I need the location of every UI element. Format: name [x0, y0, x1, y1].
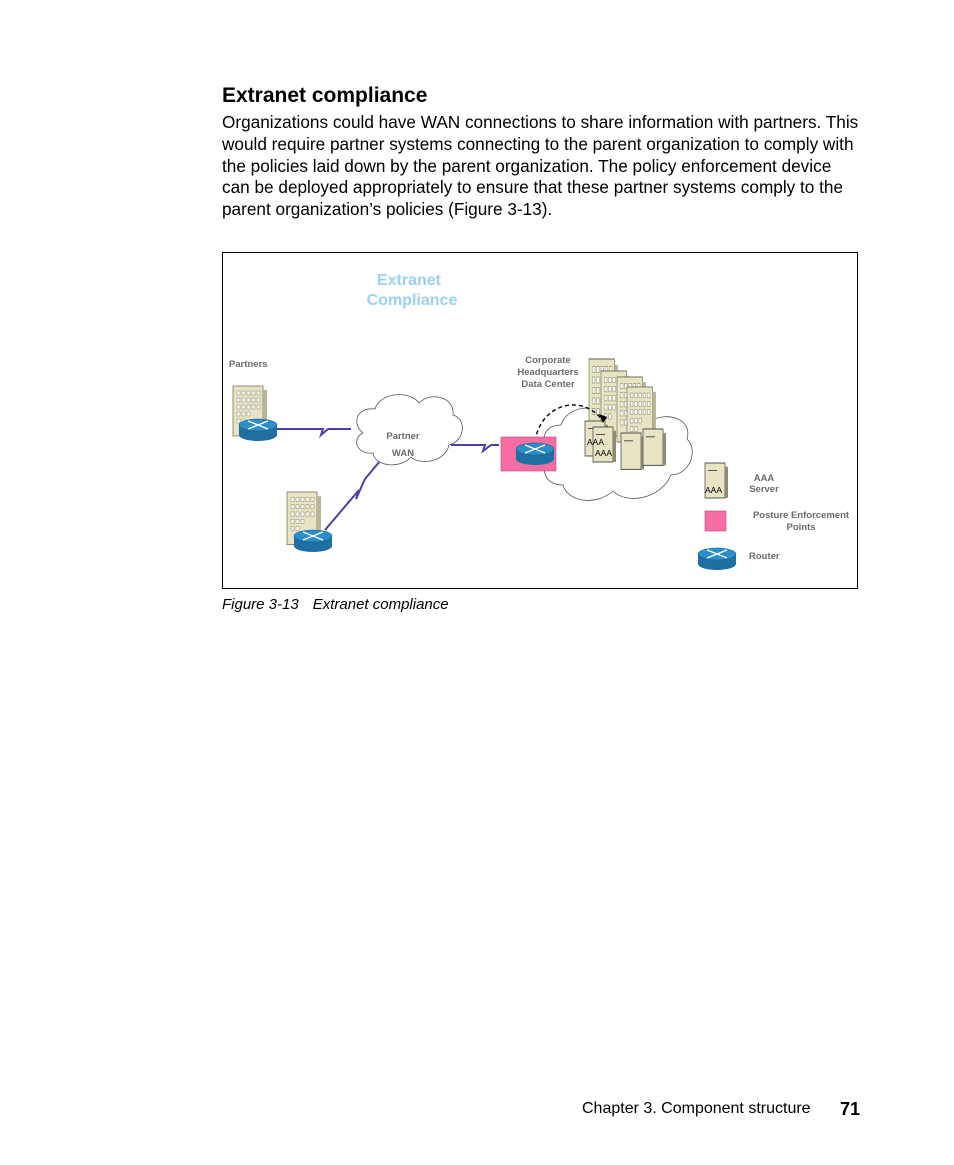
legend-pep-line1: Posture Enforcement: [753, 510, 850, 521]
diagram-title-line2: Compliance: [367, 292, 458, 309]
page-number: 71: [840, 1099, 861, 1119]
hq-label-line1: Corporate: [525, 355, 570, 366]
cloud-label-line1: Partner: [386, 431, 420, 442]
hq-aaa-servers-icon: AAA AAA: [584, 420, 667, 471]
diagram-title-line1: Extranet: [377, 272, 442, 289]
hq-label-line2: Headquarters: [517, 367, 578, 378]
legend: AAA AAA Server Posture Enforcement Point…: [697, 462, 850, 571]
wan-links: [277, 428, 499, 531]
figure-caption: Figure 3-13 Extranet compliance: [222, 596, 449, 613]
legend-pep-line2: Points: [786, 522, 815, 533]
hq-router-icon: [515, 442, 555, 466]
arrow-head-icon: [599, 414, 607, 423]
partner2-link: [324, 442, 396, 531]
partner1-link: [277, 428, 351, 439]
partners-label: Partners: [229, 359, 268, 370]
network-diagram: Extranet Compliance Partners Partner WAN: [229, 272, 850, 571]
legend-aaa-line1: AAA: [754, 473, 775, 484]
legend-server-aaa-text: AAA: [705, 485, 722, 495]
partner1-router-icon: [238, 418, 278, 442]
partner-wan-cloud: Partner WAN: [356, 394, 463, 466]
partner2-router-icon: [293, 529, 333, 553]
figure-extranet-compliance: Extranet Compliance Partners Partner WAN: [222, 252, 858, 589]
body-paragraph: Organizations could have WAN connections…: [222, 112, 859, 220]
hq-label-line3: Data Center: [521, 379, 575, 390]
hq-server-aaa-1: AAA: [587, 437, 604, 447]
legend-pep-swatch: [704, 510, 727, 532]
legend-aaa-line2: Server: [749, 484, 779, 495]
legend-router-label: Router: [749, 551, 780, 562]
cloud-label-line2: WAN: [392, 448, 414, 459]
caption-number: Figure 3-13: [222, 596, 299, 613]
caption-text: Extranet compliance: [312, 596, 449, 613]
legend-router-icon: [697, 547, 737, 571]
footer-chapter: Chapter 3. Component structure: [582, 1100, 811, 1117]
section-title: Extranet compliance: [222, 84, 428, 107]
hq-link: [451, 444, 499, 454]
hq-server-aaa-2: AAA: [595, 448, 612, 458]
